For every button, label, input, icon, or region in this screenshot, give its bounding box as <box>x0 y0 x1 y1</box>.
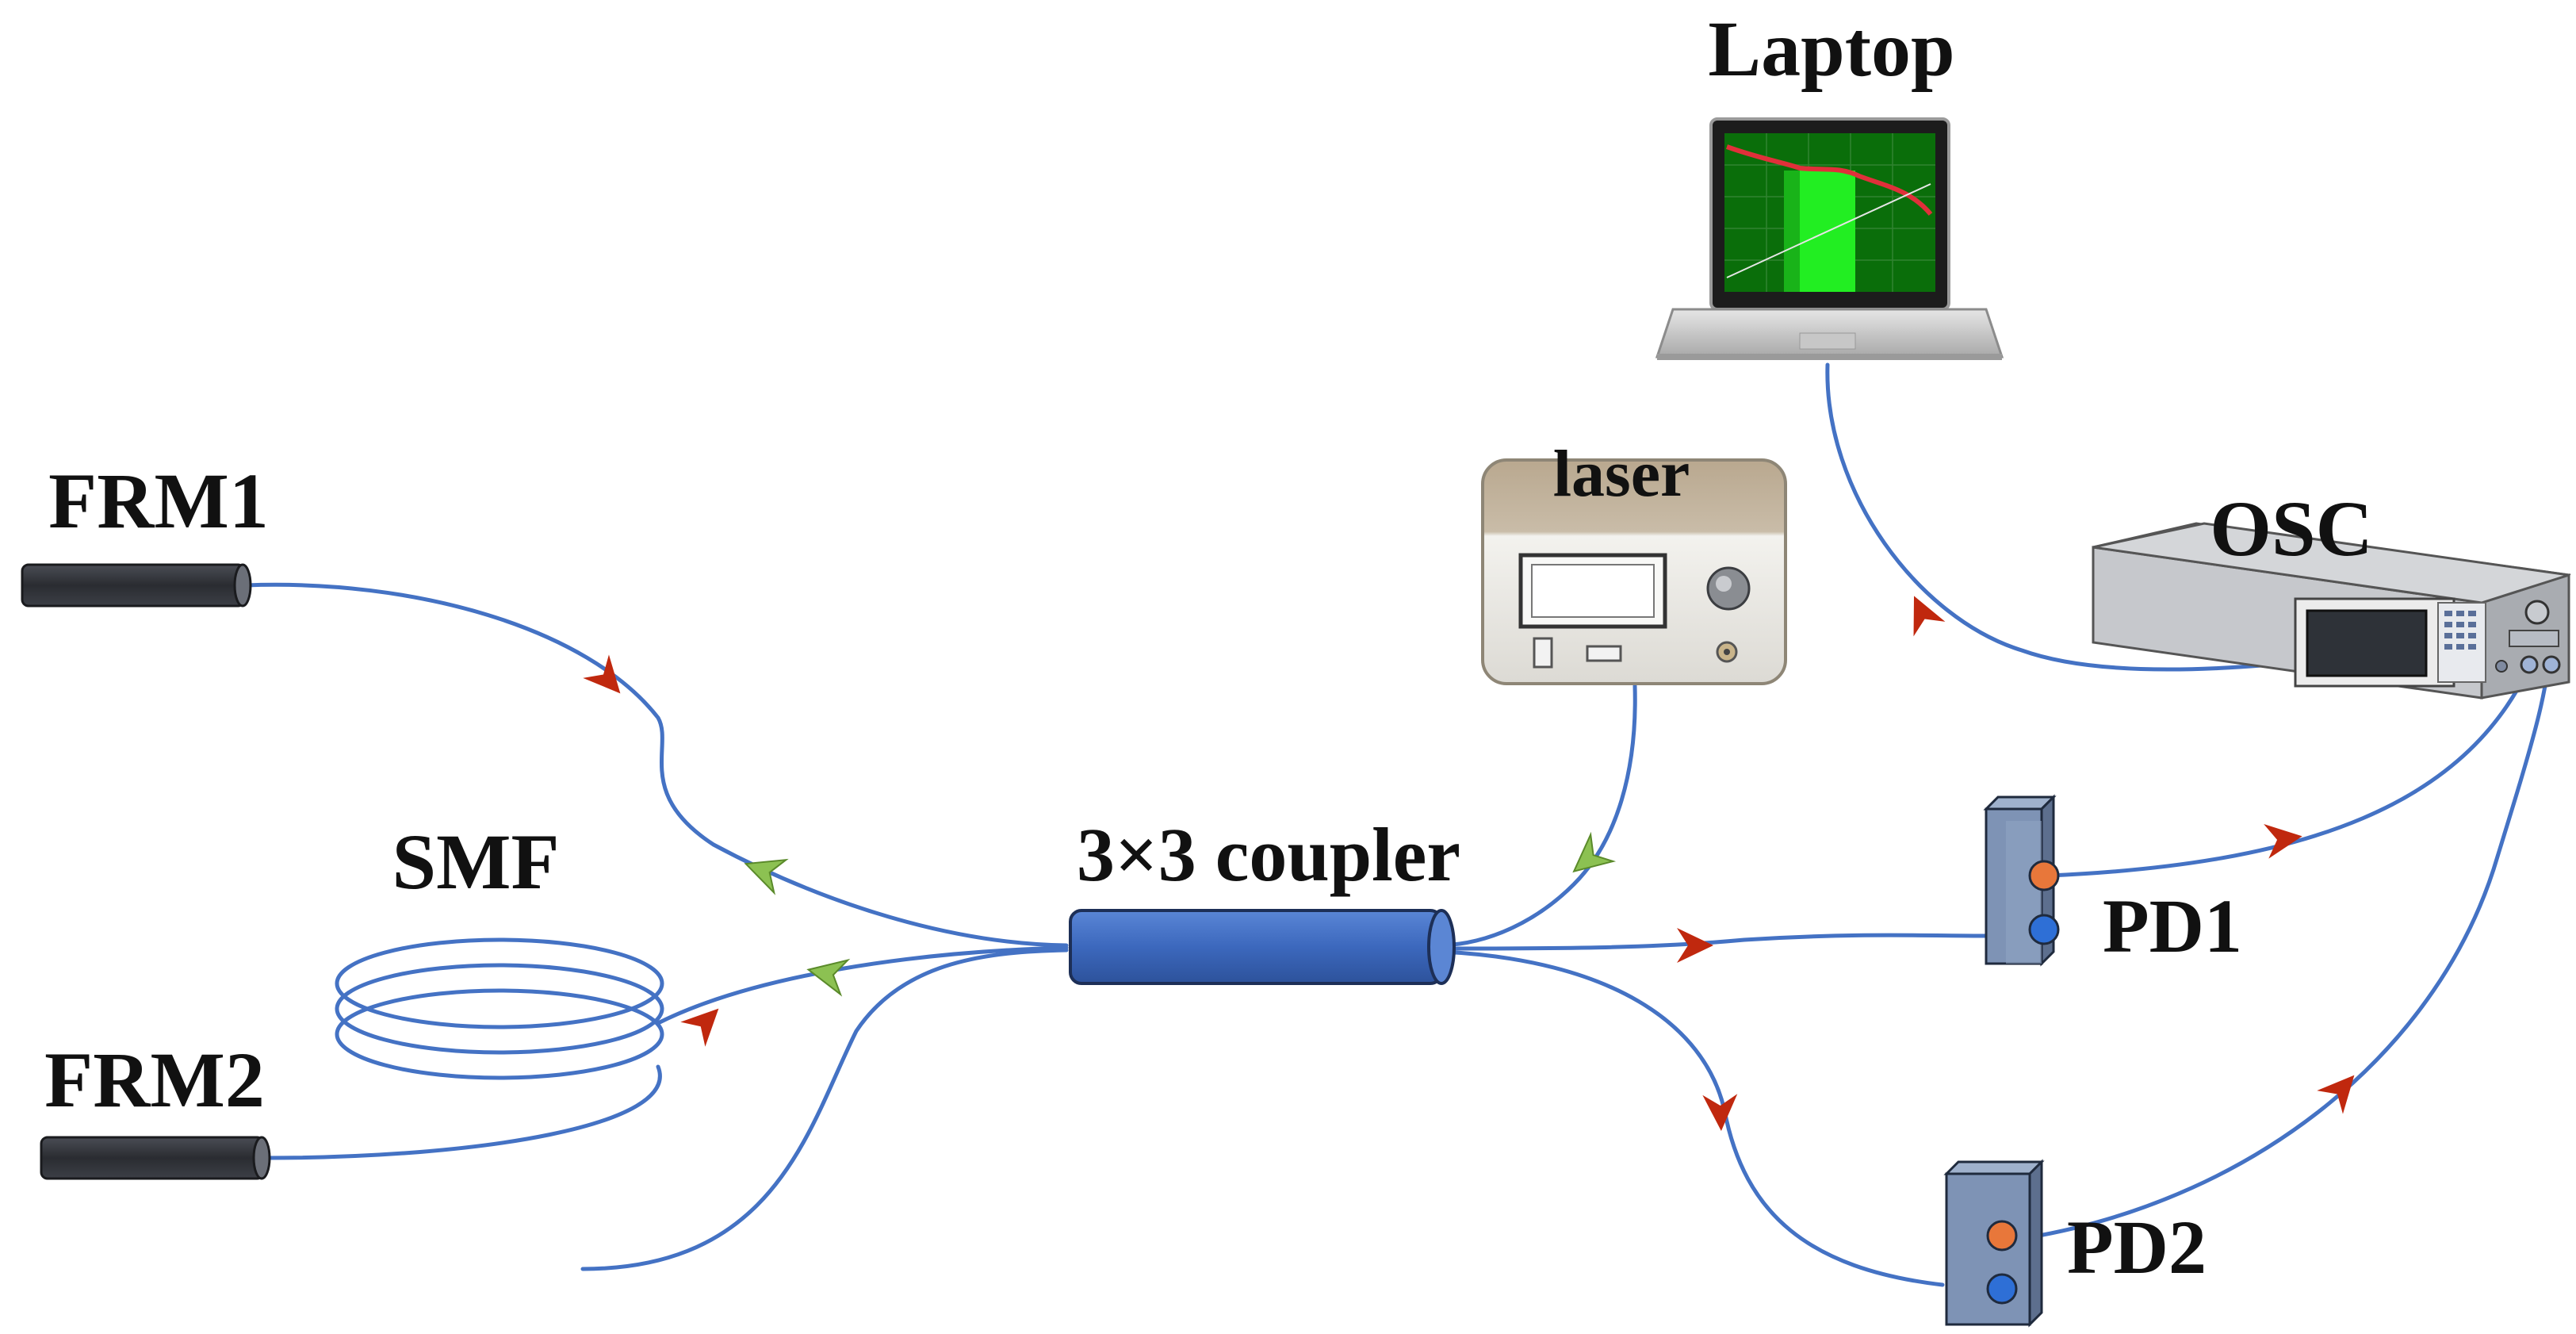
laser-label: laser <box>1553 437 1690 511</box>
pd2-label: PD2 <box>2067 1205 2207 1290</box>
fiber-coupler-to-pd2 <box>1439 949 1945 1287</box>
return-arrow-laser-branch <box>1572 831 1617 873</box>
osc-label: OSC <box>2210 485 2373 573</box>
fiber-pd2-to-osc <box>2027 646 2551 1240</box>
coupler-device <box>1069 909 1456 985</box>
forward-arrow-pd1-branch <box>1677 928 1713 963</box>
frm1-label: FRM1 <box>48 457 269 545</box>
frm1-device <box>21 563 252 608</box>
pd2-photodetector <box>1943 1159 2045 1328</box>
smf-label: SMF <box>392 818 559 906</box>
oscilloscope-device <box>2092 522 2571 700</box>
coupler-label: 3×3 coupler <box>1077 812 1460 897</box>
fiber-laser-to-coupler <box>1439 684 1637 948</box>
frm2-label: FRM2 <box>44 1036 265 1124</box>
forward-arrow-osc-to-laptop <box>1913 596 1946 637</box>
pd1-photodetector <box>1983 794 2060 967</box>
laptop-device <box>1655 117 2004 360</box>
direction-arrows <box>583 596 2355 1131</box>
fiber-smf-to-coupler <box>656 945 1069 1025</box>
return-arrow-frm1-branch <box>744 858 789 895</box>
fiber-coupler-to-pd1 <box>1439 933 1988 951</box>
fiber-links <box>243 362 2551 1287</box>
fiber-frm1-to-coupler <box>243 582 1069 948</box>
fiber-frm2-to-smf <box>263 1064 662 1160</box>
pd1-label: PD1 <box>2103 884 2242 968</box>
forward-arrow-pd1-to-osc <box>2264 823 2302 859</box>
return-arrow-smf-branch <box>806 958 851 997</box>
laser-source-device <box>1481 458 1787 685</box>
forward-arrow-frm1 <box>583 654 621 694</box>
fiber-free-end <box>580 948 1069 1271</box>
forward-arrow-pd2-branch <box>1702 1094 1738 1131</box>
smf-fiber-coil <box>335 937 664 1080</box>
forward-arrow-smf <box>680 1008 719 1047</box>
laptop-label: Laptop <box>1708 5 1954 93</box>
fiber-pd1-to-osc <box>2047 646 2540 878</box>
forward-arrow-pd2-to-osc <box>2317 1075 2355 1114</box>
frm2-device <box>40 1136 271 1180</box>
